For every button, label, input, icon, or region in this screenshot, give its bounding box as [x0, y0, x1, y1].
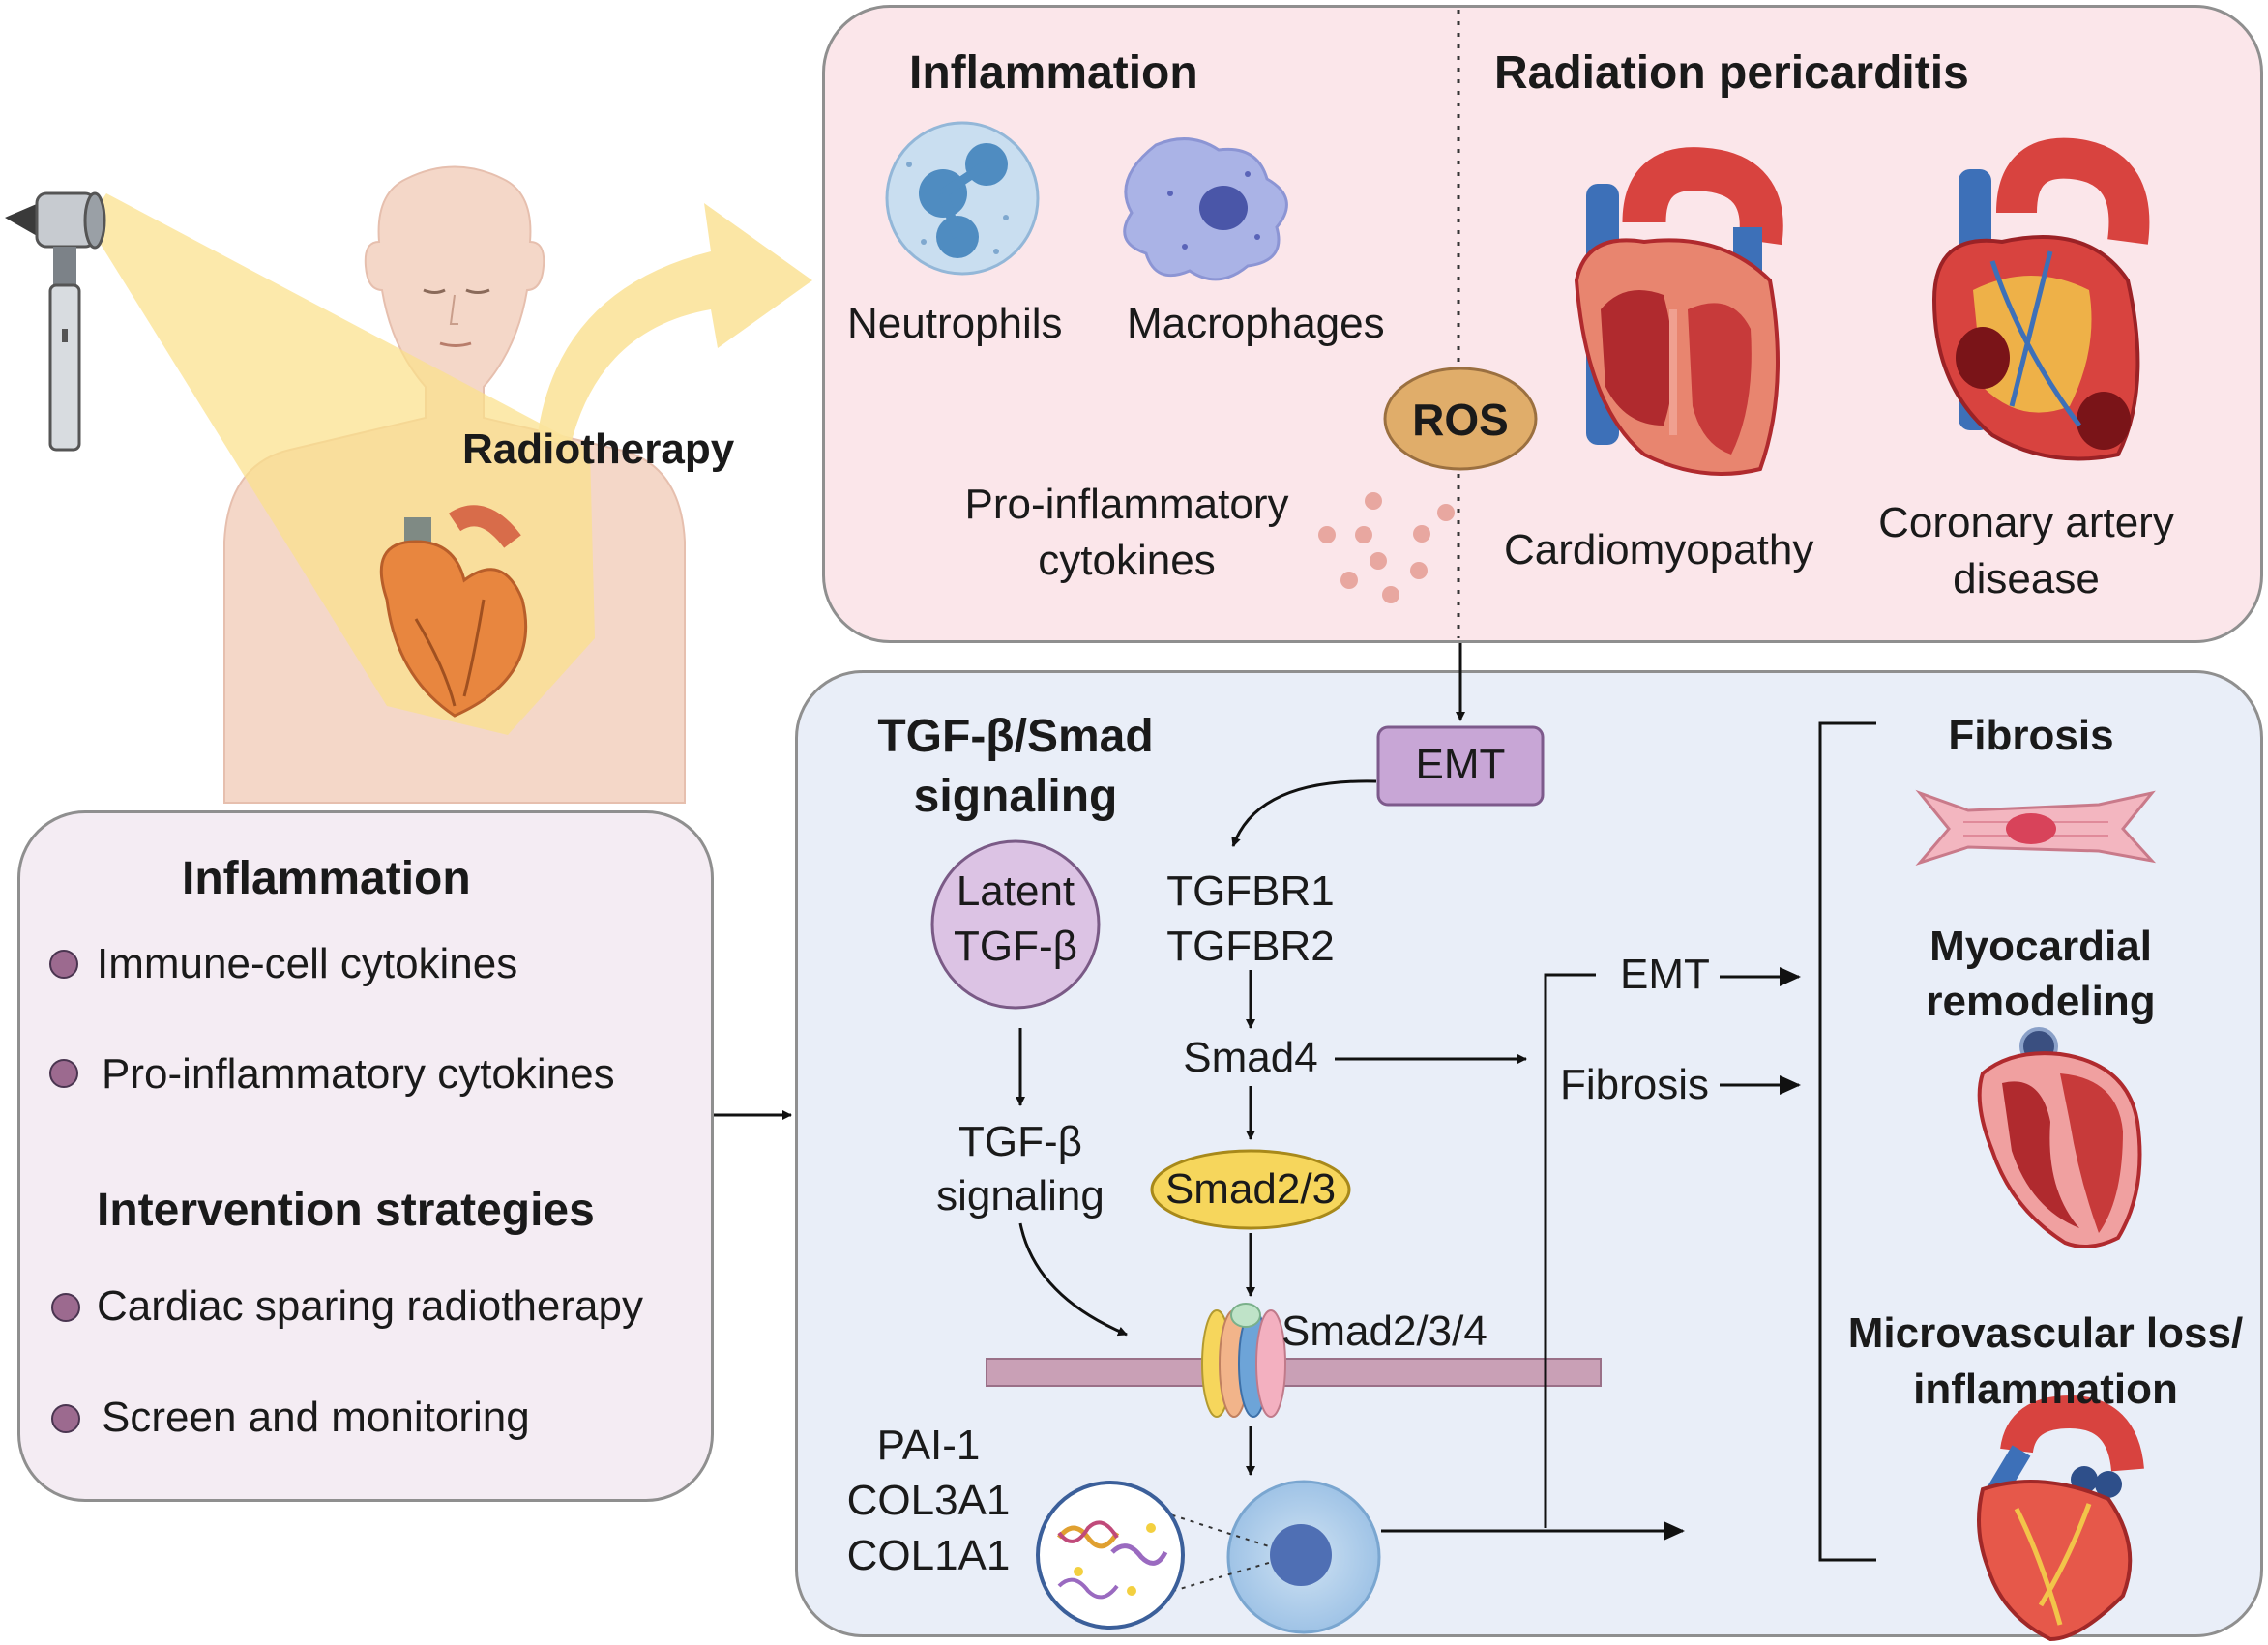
smad234-label: Smad2/3/4 — [1281, 1307, 1487, 1355]
outcomes-bracket — [1818, 721, 1876, 1562]
otoscope-icon — [5, 191, 106, 452]
cardiomyopathy-label: Cardiomyopathy — [1504, 526, 1814, 573]
cad-line-1: Coronary artery — [1878, 499, 2174, 546]
cytokines-line-1: Pro-inflammatory — [964, 481, 1289, 528]
intervention-item-1: Cardiac sparing radiotherapy — [97, 1282, 643, 1330]
neutrophil-icon — [885, 121, 1040, 276]
tgf-signaling-line-2: signaling — [936, 1172, 1105, 1219]
dna-icon — [1036, 1481, 1185, 1630]
radiotherapy-label: Radiotherapy — [462, 426, 735, 473]
heart-coronary-icon — [1931, 137, 2150, 461]
receptor-line-1: TGFBR1 — [1166, 867, 1335, 915]
smad4-label: Smad4 — [1183, 1034, 1318, 1081]
heart-anatomy-icon — [1574, 147, 1783, 476]
big-curved-arrow — [537, 203, 812, 445]
macrophage-icon — [1123, 137, 1288, 281]
latent-line-1: Latent — [956, 867, 1075, 915]
top-inflammation-title: Inflammation — [909, 47, 1198, 99]
macrophages-label: Macrophages — [1127, 300, 1385, 347]
cell-nucleus-icon — [1226, 1480, 1381, 1634]
outcome-remodeling-line-2: remodeling — [1926, 978, 2156, 1025]
outcome-microvascular-line-2: inflammation — [1913, 1366, 2178, 1413]
pericarditis-title: Radiation pericarditis — [1494, 47, 1969, 99]
arrow-emt-to-receptors — [1231, 779, 1377, 847]
cad-line-2: disease — [1953, 555, 2100, 602]
fibrosis-side-label: Fibrosis — [1560, 1061, 1710, 1108]
left-inflammation-item-1: Immune-cell cytokines — [97, 940, 518, 987]
emt-box — [1376, 725, 1545, 807]
gene-col1a1: COL1A1 — [846, 1532, 1011, 1579]
left-inflammation-title: Inflammation — [182, 853, 471, 904]
ros-oval — [1383, 367, 1538, 471]
heart-remodeling-icon — [1977, 1027, 2142, 1248]
outcome-fibrosis: Fibrosis — [1948, 712, 2114, 759]
cell-membrane — [986, 1358, 1602, 1387]
outcome-microvascular-line-1: Microvascular loss/ — [1847, 1309, 2244, 1357]
intervention-item-2: Screen and monitoring — [102, 1394, 530, 1441]
tgf-signaling-line-1: TGF-β — [958, 1118, 1082, 1165]
arrow-signaling-to-membrane — [1018, 1222, 1128, 1337]
pathway-title-line-1: TGF-β/Smad — [877, 711, 1154, 762]
receptor-line-2: TGFBR2 — [1166, 923, 1335, 970]
smad23-label: Smad2/3 — [1164, 1165, 1337, 1213]
ros-label: ROS — [1412, 395, 1509, 445]
latent-tgfb-circle — [930, 839, 1101, 1010]
emt-box-label: EMT — [1415, 741, 1506, 788]
gene-pai1: PAI-1 — [876, 1422, 981, 1469]
gene-col3a1: COL3A1 — [846, 1477, 1011, 1524]
neutrophils-label: Neutrophils — [847, 300, 1063, 347]
left-panel — [17, 810, 714, 1502]
latent-line-2: TGF-β — [954, 923, 1077, 970]
heart-vessels-icon — [1977, 1395, 2144, 1642]
cytokines-line-2: cytokines — [1038, 537, 1216, 584]
left-inflammation-item-2: Pro-inflammatory cytokines — [102, 1050, 615, 1098]
torso-heart-icon — [379, 505, 528, 718]
smad23-oval — [1150, 1149, 1351, 1230]
cytokine-dots-icon — [1318, 492, 1455, 603]
muscle-cell-icon — [1915, 789, 2157, 867]
outcome-remodeling-line-1: Myocardial — [1929, 923, 2152, 970]
pathway-title-line-2: signaling — [913, 771, 1118, 822]
bullets — [49, 950, 80, 1433]
left-bracket — [1544, 973, 1596, 1528]
emt-side-label: EMT — [1620, 951, 1710, 998]
intervention-title: Intervention strategies — [97, 1185, 595, 1236]
smad-complex-icon — [1201, 1303, 1286, 1418]
